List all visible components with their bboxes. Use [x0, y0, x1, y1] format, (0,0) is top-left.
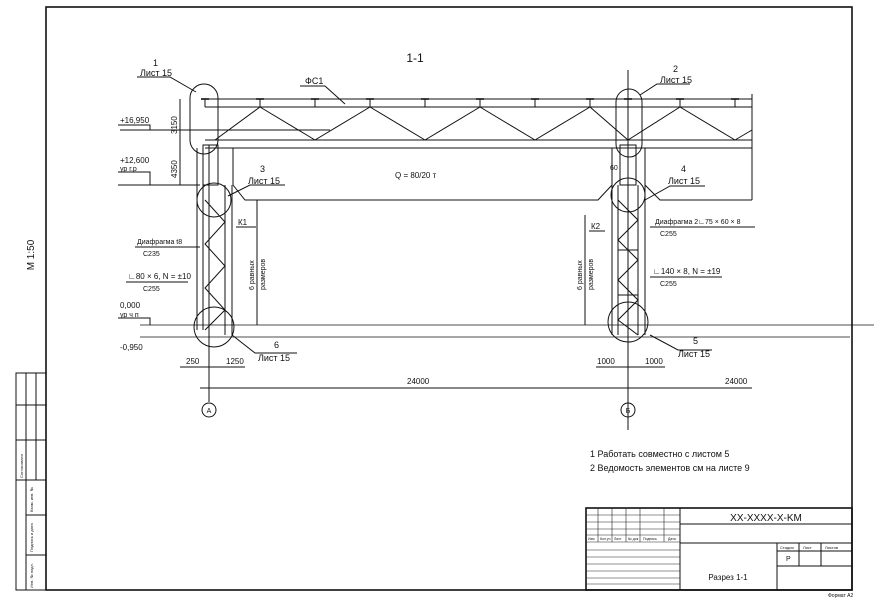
svg-text:24000: 24000: [725, 377, 748, 386]
svg-text:№ док: № док: [628, 537, 639, 541]
callout-6: 6 Лист 15: [231, 334, 297, 363]
svg-text:размеров: размеров: [260, 259, 267, 290]
svg-text:1250: 1250: [226, 357, 244, 366]
side-stamp: Согласовано Взам. инв. № Подпись и дата …: [15, 372, 47, 591]
detail-marks: [189, 83, 649, 348]
svg-text:6: 6: [274, 340, 279, 350]
svg-text:∟80 × 6, N = ±10: ∟80 × 6, N = ±10: [128, 272, 191, 281]
svg-text:А: А: [207, 408, 212, 415]
svg-text:1: 1: [153, 58, 158, 68]
svg-text:Листов: Листов: [825, 545, 838, 550]
stamp-replace: Взам. инв. №: [29, 487, 34, 512]
svg-text:Б: Б: [626, 408, 631, 415]
axis-b: Б: [620, 402, 636, 418]
truss-label: ФС1: [305, 76, 323, 86]
svg-text:Лист 15: Лист 15: [678, 349, 710, 359]
drawing-code: XX-XXXX-X-KM: [730, 513, 802, 524]
svg-text:ур г.р: ур г.р: [120, 166, 137, 173]
svg-text:1000: 1000: [645, 357, 663, 366]
svg-text:С255: С255: [143, 286, 160, 293]
callout-4: 4 Лист 15: [644, 164, 705, 201]
level-marks: +16,950 +12,600 ур г.р 0,000 ур ч п -0,9…: [118, 116, 874, 352]
scale-label: М 1:50: [26, 239, 37, 270]
svg-text:Кол.уч: Кол.уч: [600, 537, 611, 541]
svg-text:Лист: Лист: [614, 537, 622, 541]
svg-text:Лист 15: Лист 15: [258, 353, 290, 363]
svg-text:-0,950: -0,950: [120, 343, 143, 352]
svg-text:24000: 24000: [407, 377, 430, 386]
stamp-signature: Подпись и дата: [29, 522, 34, 552]
svg-text:С255: С255: [660, 231, 677, 238]
svg-text:Лист 15: Лист 15: [668, 176, 700, 186]
svg-text:С255: С255: [660, 281, 677, 288]
svg-text:4350: 4350: [170, 160, 179, 178]
svg-text:К1: К1: [238, 218, 248, 227]
note-1: 1 Работать совместно с листом 5: [590, 449, 729, 459]
svg-text:Стадия: Стадия: [780, 545, 794, 550]
sheet-frame: [45, 6, 853, 591]
svg-text:3: 3: [260, 164, 265, 174]
svg-text:+16,950: +16,950: [120, 116, 150, 125]
svg-text:0,000: 0,000: [120, 301, 141, 310]
column-k1: [196, 144, 233, 335]
svg-text:3150: 3150: [170, 116, 179, 134]
svg-text:Лист 15: Лист 15: [248, 176, 280, 186]
svg-text:Изм: Изм: [588, 537, 595, 541]
svg-text:6 равных: 6 равных: [249, 260, 256, 290]
svg-text:Лист: Лист: [803, 545, 812, 550]
crane-load-label: Q = 80/20 т: [395, 171, 437, 180]
svg-text:∟140 × 8, N = ±19: ∟140 × 8, N = ±19: [653, 267, 721, 276]
svg-text:Диафрагма 2∟75 × 60 × 8: Диафрагма 2∟75 × 60 × 8: [655, 219, 741, 226]
svg-text:Подпись: Подпись: [643, 537, 657, 541]
truss-fs1: [201, 94, 753, 200]
crane-beam: [232, 148, 752, 201]
svg-text:250: 250: [186, 357, 200, 366]
svg-text:6 равных: 6 равных: [577, 260, 584, 290]
svg-text:1000: 1000: [597, 357, 615, 366]
svg-text:4: 4: [681, 164, 686, 174]
svg-text:Дата: Дата: [668, 537, 676, 541]
section-title: 1-1: [406, 51, 424, 65]
note-2: 2 Ведомость элементов см на листе 9: [590, 463, 750, 473]
svg-text:К2: К2: [591, 222, 601, 231]
stage-value: Р: [786, 556, 791, 563]
axis-a: А: [201, 402, 217, 418]
svg-text:Диафрагма t8: Диафрагма t8: [137, 239, 182, 246]
callout-2: 2 Лист 15: [627, 64, 692, 430]
svg-text:ур ч п: ур ч п: [120, 312, 139, 319]
title-block: XX-XXXX-X-KM Разрез 1-1 Стадия Лист Лист…: [585, 507, 853, 599]
stamp-inv: Инв. № подл.: [29, 563, 34, 588]
svg-text:2: 2: [673, 64, 678, 74]
svg-text:60: 60: [610, 165, 618, 172]
svg-text:Лист 15: Лист 15: [140, 68, 172, 78]
span-dimensions: 250 1250 1000 1000 24000 24000: [180, 145, 752, 402]
callout-1: 1 Лист 15: [137, 58, 197, 93]
svg-text:размеров: размеров: [588, 259, 595, 290]
sheet-name: Разрез 1-1: [708, 573, 748, 582]
svg-text:С235: С235: [143, 251, 160, 258]
svg-text:+12,600: +12,600: [120, 156, 150, 165]
height-dimensions: 3150 4350 6 равных размеров 6 равных раз…: [170, 99, 618, 325]
callout-5: 5 Лист 15: [649, 334, 712, 359]
svg-text:Лист 15: Лист 15: [660, 75, 692, 85]
callout-3: 3 Лист 15: [227, 164, 285, 197]
format-label: Формат А2: [828, 593, 853, 599]
stamp-agreed: Согласовано: [19, 453, 24, 478]
column-labels: К1 Диафрагма t8 С235 ∟80 × 6, N = ±10 С2…: [126, 218, 755, 293]
svg-text:5: 5: [693, 336, 698, 346]
